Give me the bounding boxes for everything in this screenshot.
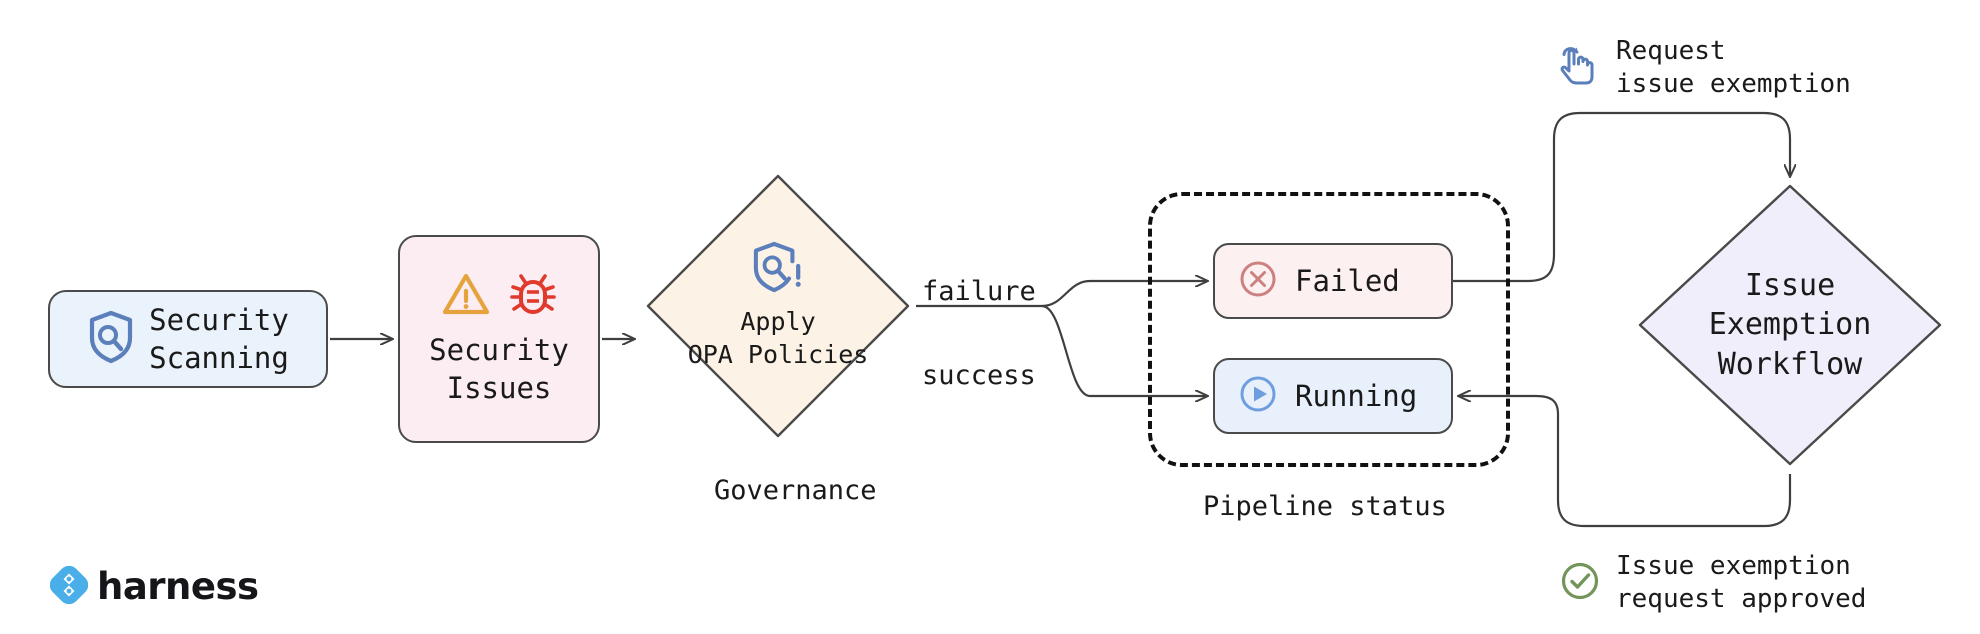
pipeline-status-caption: Pipeline status [1203, 491, 1447, 522]
annotation-request-text: Request issue exemption [1616, 36, 1851, 100]
governance-diamond-shape [646, 174, 910, 438]
annotation-request-approved: Issue exemption request approved [1560, 550, 1866, 617]
governance-caption: Governance [714, 475, 877, 506]
node-governance-label: Apply OPA Policies [687, 307, 869, 369]
warning-triangle-icon [442, 272, 490, 320]
harness-logo-text: harness [97, 565, 259, 608]
annotation-request-exemption: Request issue exemption [1560, 35, 1851, 102]
exemption-diamond-content: Issue Exemption Workflow [1634, 180, 1946, 470]
status-running-label: Running [1295, 378, 1418, 413]
node-security-scanning[interactable]: Security Scanning [48, 290, 328, 388]
edge-label-success: success [922, 360, 1036, 391]
edge-label-failure: failure [922, 276, 1036, 307]
exemption-diamond-shape [1638, 184, 1942, 466]
node-security-issues[interactable]: Security Issues [398, 235, 600, 443]
check-circle-icon [1560, 561, 1600, 605]
harness-logo-icon [49, 565, 89, 608]
status-pill-running[interactable]: Running [1213, 358, 1453, 434]
x-circle-icon [1239, 260, 1277, 302]
shield-policy-alert-icon [753, 241, 803, 297]
node-governance-diamond[interactable]: Apply OPA Policies [640, 168, 916, 444]
bug-icon [510, 271, 556, 321]
harness-logo: harness [49, 565, 259, 608]
node-exemption-label: Issue Exemption Workflow [1708, 267, 1872, 382]
status-pill-failed[interactable]: Failed [1213, 243, 1453, 319]
play-circle-icon [1239, 375, 1277, 417]
governance-diamond-content: Apply OPA Policies [640, 168, 916, 444]
node-exemption-diamond[interactable]: Issue Exemption Workflow [1634, 180, 1946, 470]
node-security-issues-label: Security Issues [429, 332, 569, 405]
pipeline-status-group [1148, 192, 1510, 467]
node-security-scanning-label: Security Scanning [149, 302, 289, 375]
status-failed-label: Failed [1295, 263, 1400, 298]
click-hand-icon [1560, 44, 1600, 92]
annotation-approved-text: Issue exemption request approved [1616, 551, 1867, 615]
shield-scan-icon [87, 310, 135, 368]
security-issues-icon-row [442, 271, 556, 321]
